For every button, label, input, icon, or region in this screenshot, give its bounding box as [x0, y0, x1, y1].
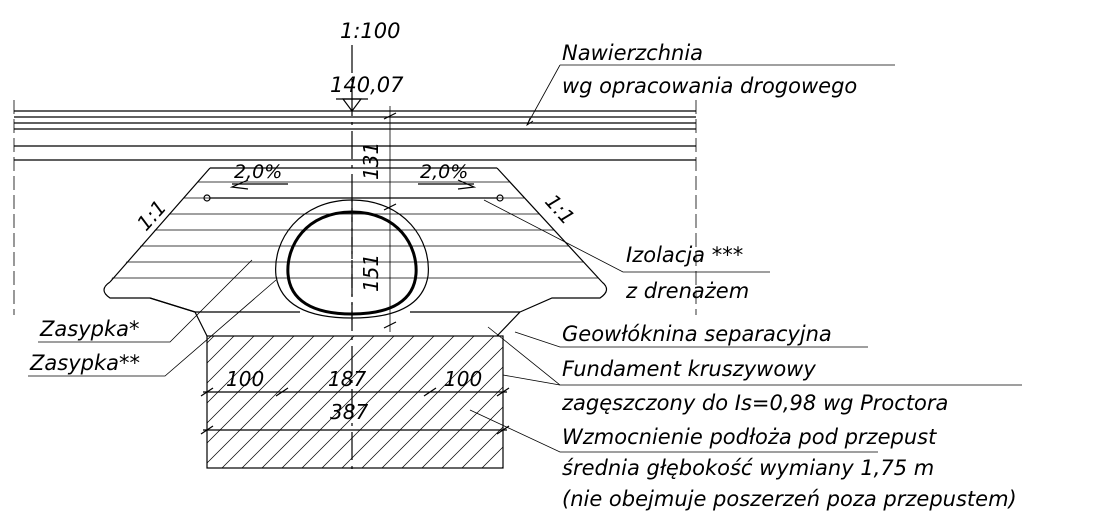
- foundation-center-dimension: 187: [328, 367, 366, 391]
- pavement-layers: [13, 100, 697, 315]
- backfill1-label: Zasypka*: [39, 317, 139, 341]
- elevation-label: 140,07: [330, 73, 404, 97]
- vertical-dimension: [383, 106, 397, 332]
- pavement-label-line2: wg opracowania drogowego: [562, 74, 857, 98]
- pipe-dimension-label: 151: [359, 254, 383, 292]
- embankment-hatch: [110, 181, 600, 279]
- aggregate-foundation: [203, 335, 507, 469]
- left-crossfall-label: 2,0%: [234, 161, 282, 183]
- foundation-left-dimension: 100: [226, 367, 264, 391]
- leader-lines: [28, 64, 1022, 453]
- reinforcement-label-line1: Wzmocnienie podłoża pod przepust: [562, 425, 937, 449]
- embankment-outline: [103, 167, 608, 337]
- reinforcement-label-line3: (nie obejmuje poszerzeń poza przepustem): [562, 487, 1017, 511]
- right-embankment-slope-label: 1:1: [540, 189, 579, 229]
- foundation-total-dimension: 387: [330, 400, 368, 424]
- geotextile-label: Geowłóknina separacyjna: [562, 322, 832, 346]
- reinforcement-label-line2: średnia głębokość wymiany 1,75 m: [562, 456, 934, 480]
- backfill2-label: Zasypka**: [29, 351, 140, 375]
- insulation-label-line2: z drenażem: [625, 279, 749, 303]
- elevation-marker: [336, 98, 368, 112]
- left-embankment-slope-label: 1:1: [132, 195, 171, 235]
- cover-dimension-label: 131: [359, 142, 383, 180]
- crossfall-arrows: [229, 179, 477, 190]
- foundation-label-line2: zagęszczony do Is=0,98 wg Proctora: [561, 391, 948, 415]
- insulation-label-line1: Izolacja ***: [626, 243, 743, 267]
- scale-label: 1:100: [340, 19, 401, 43]
- right-crossfall-label: 2,0%: [420, 161, 468, 183]
- foundation-label-line1: Fundament kruszywowy: [562, 357, 816, 381]
- pavement-label-line1: Nawierzchnia: [562, 41, 703, 65]
- foundation-right-dimension: 100: [444, 367, 482, 391]
